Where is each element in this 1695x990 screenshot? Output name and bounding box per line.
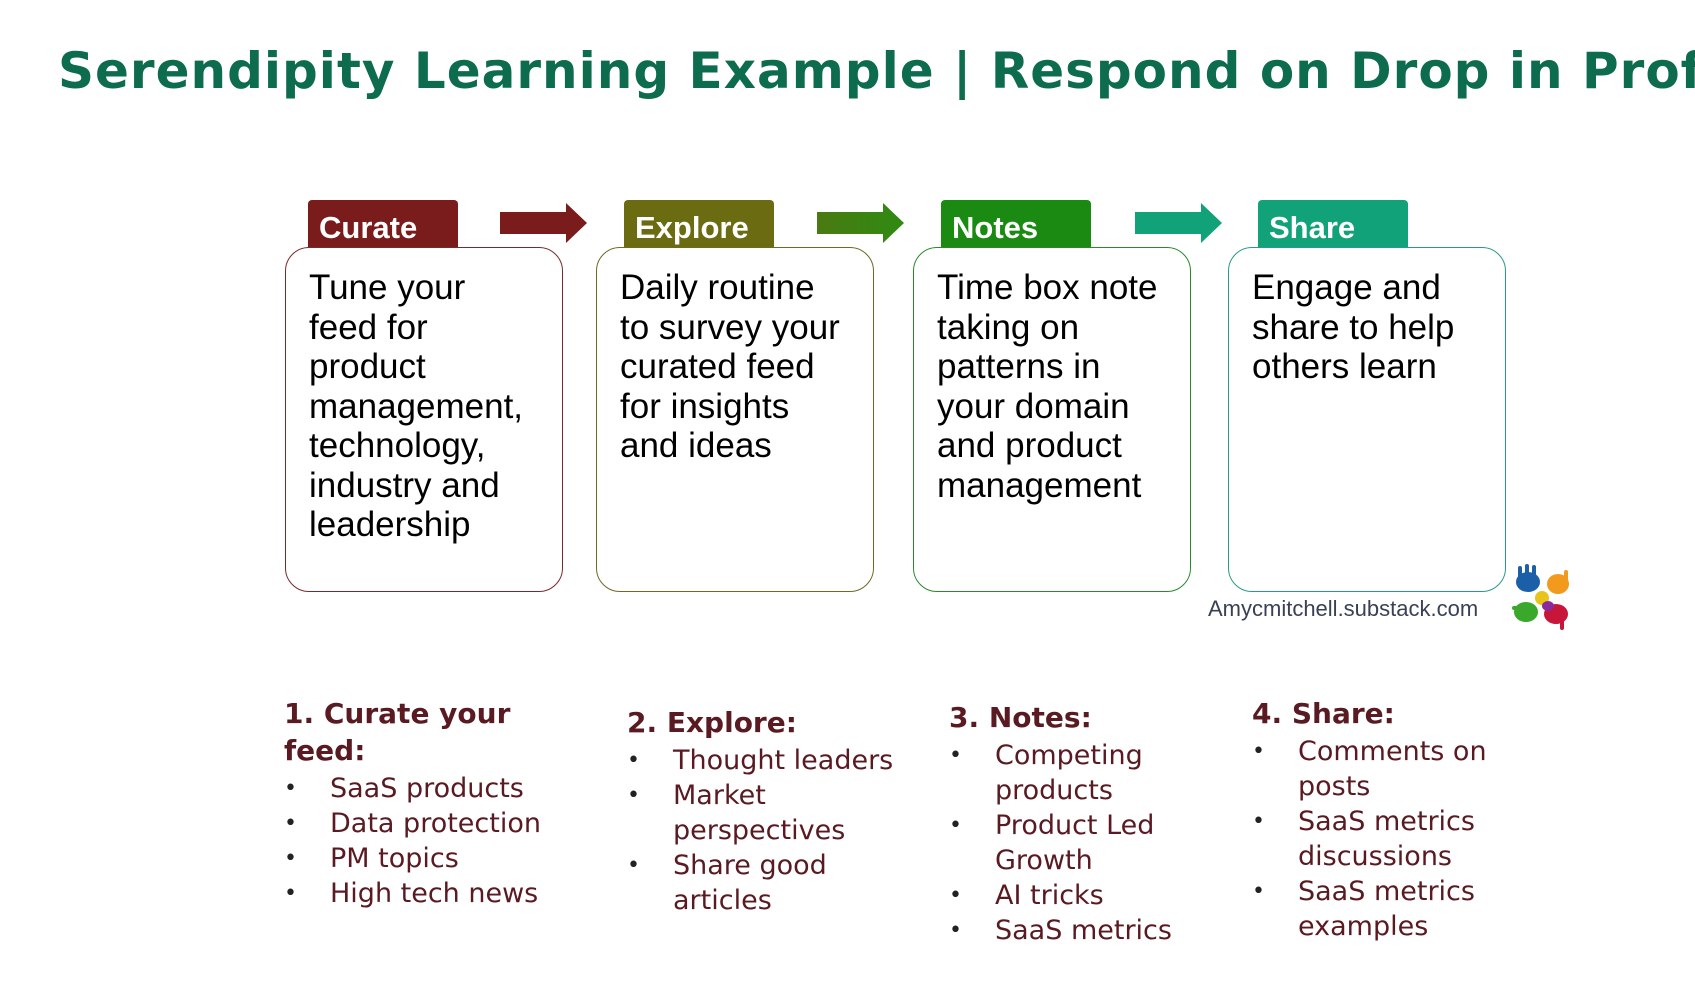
stage-label-curate: Curate [319,210,418,245]
list-item: •AI tricks [949,880,1104,911]
stage-label-share: Share [1269,210,1356,245]
stage-text-line: product [309,347,426,386]
stage-text-line: taking on [937,307,1080,347]
list-item: •Thought leaders [627,745,894,776]
stage-text-line: management, [309,386,524,426]
stage-label-notes: Notes [952,210,1039,245]
colorful-hands-icon [1512,564,1569,630]
stage-text-line: patterns in [937,347,1101,386]
list-item: •Comments on posts [1252,736,1487,802]
column-notes: 3. Notes: •Competing products •Product L… [949,699,1229,948]
column-list: •Competing products •Product Led Growth … [949,738,1229,948]
stage-text-line: for insights [620,386,790,426]
arrow-right-icon [500,203,587,243]
list-item: •Market perspectives [627,780,846,846]
stage-box-curate: Tune your feed for product management, t… [285,247,563,592]
stage-text-line: technology, [309,426,486,465]
arrow-right-icon [1135,203,1222,243]
list-item: •SaaS products [284,773,524,804]
stage-text-line: others learn [1252,347,1437,386]
column-heading: 3. Notes: [949,701,1092,734]
stage-text-line: Engage and [1252,268,1441,307]
stage-text-line: Daily routine [620,268,815,307]
column-heading: 2. Explore: [627,706,797,739]
arrow-right-icon [817,203,904,243]
list-item: •High tech news [284,878,539,909]
stage-text-line: curated feed [620,347,815,386]
stage-text-line: Time box note [937,268,1158,307]
stage-text-line: leadership [309,505,471,544]
stage-box-explore: Daily routine to survey your curated fee… [596,247,874,592]
stage-text-line: and ideas [620,426,772,465]
column-list: •Comments on posts •SaaS metrics discuss… [1252,734,1542,944]
stage-text-line: your domain [937,386,1130,426]
list-item: •PM topics [284,843,459,874]
stage-text-line: share to help [1252,307,1455,347]
page-title: Serendipity Learning Example | Respond o… [58,42,1695,100]
stage-text-line: and product [937,426,1122,465]
list-item: •Data protection [284,808,541,839]
column-explore: 2. Explore: •Thought leaders •Market per… [627,704,917,918]
column-heading: 1. Curate your feed: [284,697,511,767]
column-list: •Thought leaders •Market perspectives •S… [627,743,917,918]
list-item: •Product Led Growth [949,810,1155,876]
column-curate: 1. Curate your feed: •SaaS products •Dat… [284,695,544,911]
stage-box-share: Engage and share to help others learn [1228,247,1506,592]
stage-text-line: management [937,465,1142,505]
credit-text: Amycmitchell.substack.com [1208,596,1479,621]
stage-box-notes: Time box note taking on patterns in your… [913,247,1191,592]
stage-text-line: feed for [309,307,428,347]
column-heading: 4. Share: [1252,697,1395,730]
stage-text-line: Tune your [309,268,466,307]
list-item: •SaaS metrics discussions [1252,806,1475,872]
list-item: •Share good articles [627,850,827,916]
list-item: •SaaS metrics examples [1252,876,1475,942]
column-share: 4. Share: •Comments on posts •SaaS metri… [1252,695,1542,944]
stage-text-line: to survey your [620,307,840,347]
list-item: •Competing products [949,740,1143,806]
stage-label-explore: Explore [635,210,749,245]
column-list: •SaaS products •Data protection •PM topi… [284,771,544,911]
list-item: •SaaS metrics [949,915,1172,946]
stage-text-line: industry and [309,465,500,505]
